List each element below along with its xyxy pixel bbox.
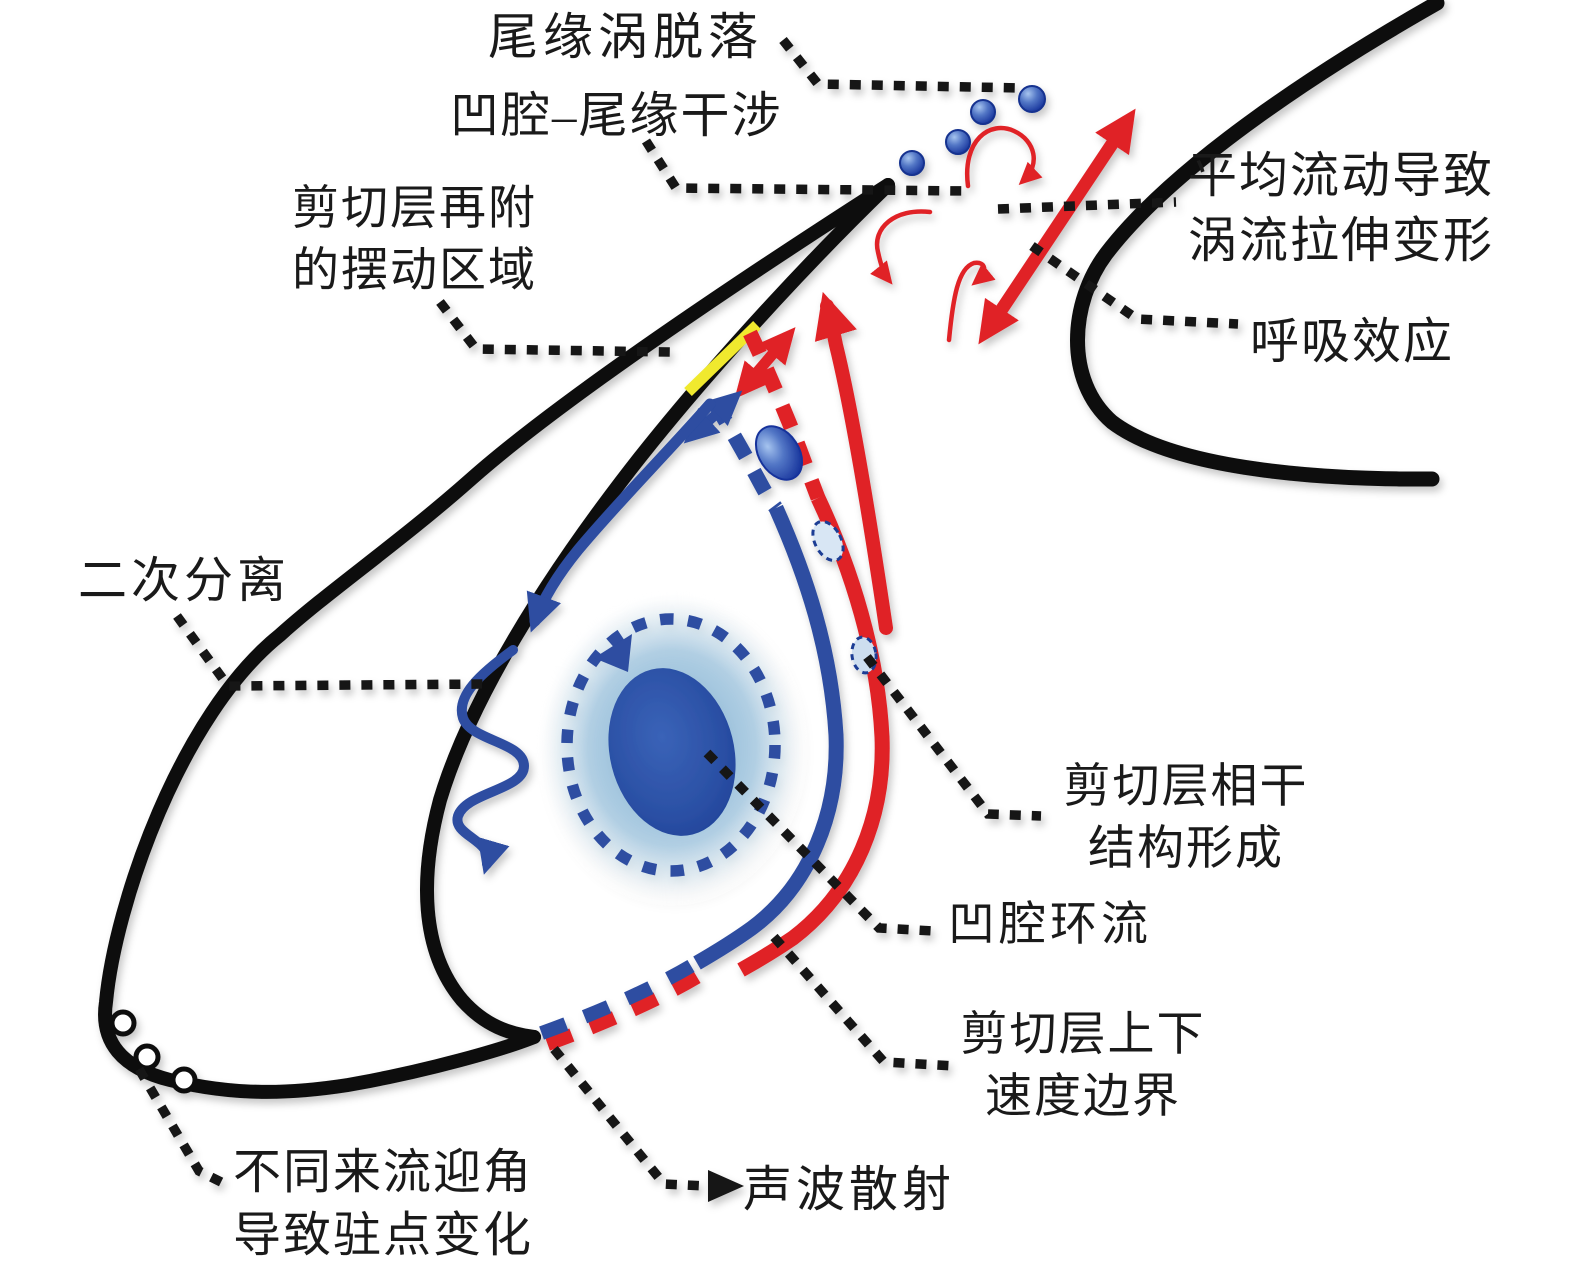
red-curl-arrow-left bbox=[870, 209, 933, 285]
label-line: 结构形成 bbox=[1088, 823, 1284, 876]
stagnation-point-3 bbox=[170, 1066, 198, 1094]
paired-boundary-dashed-red bbox=[542, 970, 701, 1052]
label-line: 剪切层上下 bbox=[960, 1009, 1206, 1061]
secondary-separation-wavy-arrow bbox=[452, 645, 530, 875]
leader-acoustic-scattering bbox=[550, 1045, 707, 1191]
label-mean-flow-stretching: 平均流动导致 涡流拉伸变形 bbox=[1188, 144, 1494, 273]
shear-layer-boundaries bbox=[536, 329, 890, 1052]
label-trailing-edge-vortex-shedding: 尾缘涡脱落 bbox=[488, 9, 763, 65]
lower-boundary-solid bbox=[693, 504, 844, 970]
label-line: 平均流动导致 bbox=[1188, 148, 1495, 203]
stagnation-points bbox=[109, 1009, 198, 1094]
mean-flow-stretching-arrow bbox=[978, 108, 1136, 345]
label-cavity-te-interference: 凹腔–尾缘干涉 bbox=[450, 88, 783, 143]
leader-lines bbox=[134, 37, 1239, 1191]
reattachment-oscillation-arrow-blue bbox=[683, 390, 743, 444]
label-coherent-structure: 剪切层相干 结构形成 bbox=[1046, 756, 1326, 880]
shed-vortex-sphere bbox=[899, 150, 925, 176]
label-line: 剪切层相干 bbox=[1063, 761, 1309, 813]
vortex-ring-arrowhead-icon bbox=[594, 634, 632, 672]
label-line: 涡流拉伸变形 bbox=[1188, 212, 1495, 268]
shed-vortex-sphere bbox=[945, 129, 971, 155]
leader-mean-flow-stretching bbox=[997, 197, 1177, 214]
leader-trailing-edge-vortex-shedding bbox=[779, 37, 1023, 93]
label-cavity-circulation: 凹腔环流 bbox=[948, 899, 1152, 951]
coherent-structure-ellipse-mid bbox=[811, 519, 845, 563]
paired-boundary-dashed-blue bbox=[536, 959, 695, 1041]
label-line: 导致驻点变化 bbox=[233, 1209, 534, 1262]
lower-boundary-dashed-top bbox=[707, 398, 782, 513]
cavity-vortex bbox=[536, 590, 808, 906]
vortex-core bbox=[608, 668, 736, 836]
label-line: 不同来流迎角 bbox=[233, 1146, 534, 1199]
acoustic-leader-arrowhead-icon bbox=[708, 1170, 744, 1202]
shear-layer-ejection-arrow bbox=[814, 291, 893, 635]
leader-cavity-circulation bbox=[703, 749, 935, 936]
stagnation-point-2 bbox=[133, 1043, 161, 1071]
red-curl-arrow-bottom bbox=[946, 260, 996, 343]
label-line: 的摆动区域 bbox=[292, 245, 537, 298]
label-secondary-separation: 二次分离 bbox=[78, 553, 291, 608]
slat-outer-surface bbox=[98, 178, 895, 1099]
shed-vortex-spheres bbox=[899, 85, 1046, 176]
leader-velocity-boundary bbox=[770, 933, 956, 1071]
leader-cavity-te-interference bbox=[641, 138, 969, 196]
leader-stagnation-variation bbox=[134, 1066, 232, 1191]
leader-reattachment-region bbox=[436, 299, 671, 357]
label-acoustic-scattering: 声波散射 bbox=[743, 1162, 956, 1217]
label-line: 剪切层再附 bbox=[292, 183, 537, 235]
coherent-structure-ellipse-large bbox=[754, 425, 804, 481]
shed-vortex-sphere bbox=[970, 99, 996, 125]
upper-boundary-solid bbox=[737, 494, 890, 977]
leader-coherent-structure bbox=[863, 654, 1042, 821]
label-velocity-boundary: 剪切层上下 速度边界 bbox=[952, 1004, 1214, 1128]
stagnation-point-1 bbox=[109, 1009, 137, 1037]
label-breathing-effect: 呼吸效应 bbox=[1250, 314, 1455, 369]
label-shear-layer-reattachment: 剪切层再附 的摆动区域 bbox=[292, 178, 537, 302]
shed-vortex-sphere bbox=[1018, 85, 1046, 113]
cove-recirculation-arrow bbox=[526, 398, 716, 633]
label-line: 速度边界 bbox=[985, 1071, 1181, 1124]
label-stagnation-variation: 不同来流迎角 导致驻点变化 bbox=[233, 1141, 533, 1262]
reattachment-oscillation-arrow-red bbox=[734, 327, 796, 399]
red-curl-arrow-top bbox=[964, 125, 1043, 189]
vortex-dotted-ring bbox=[561, 613, 781, 877]
leader-secondary-separation bbox=[173, 613, 490, 691]
